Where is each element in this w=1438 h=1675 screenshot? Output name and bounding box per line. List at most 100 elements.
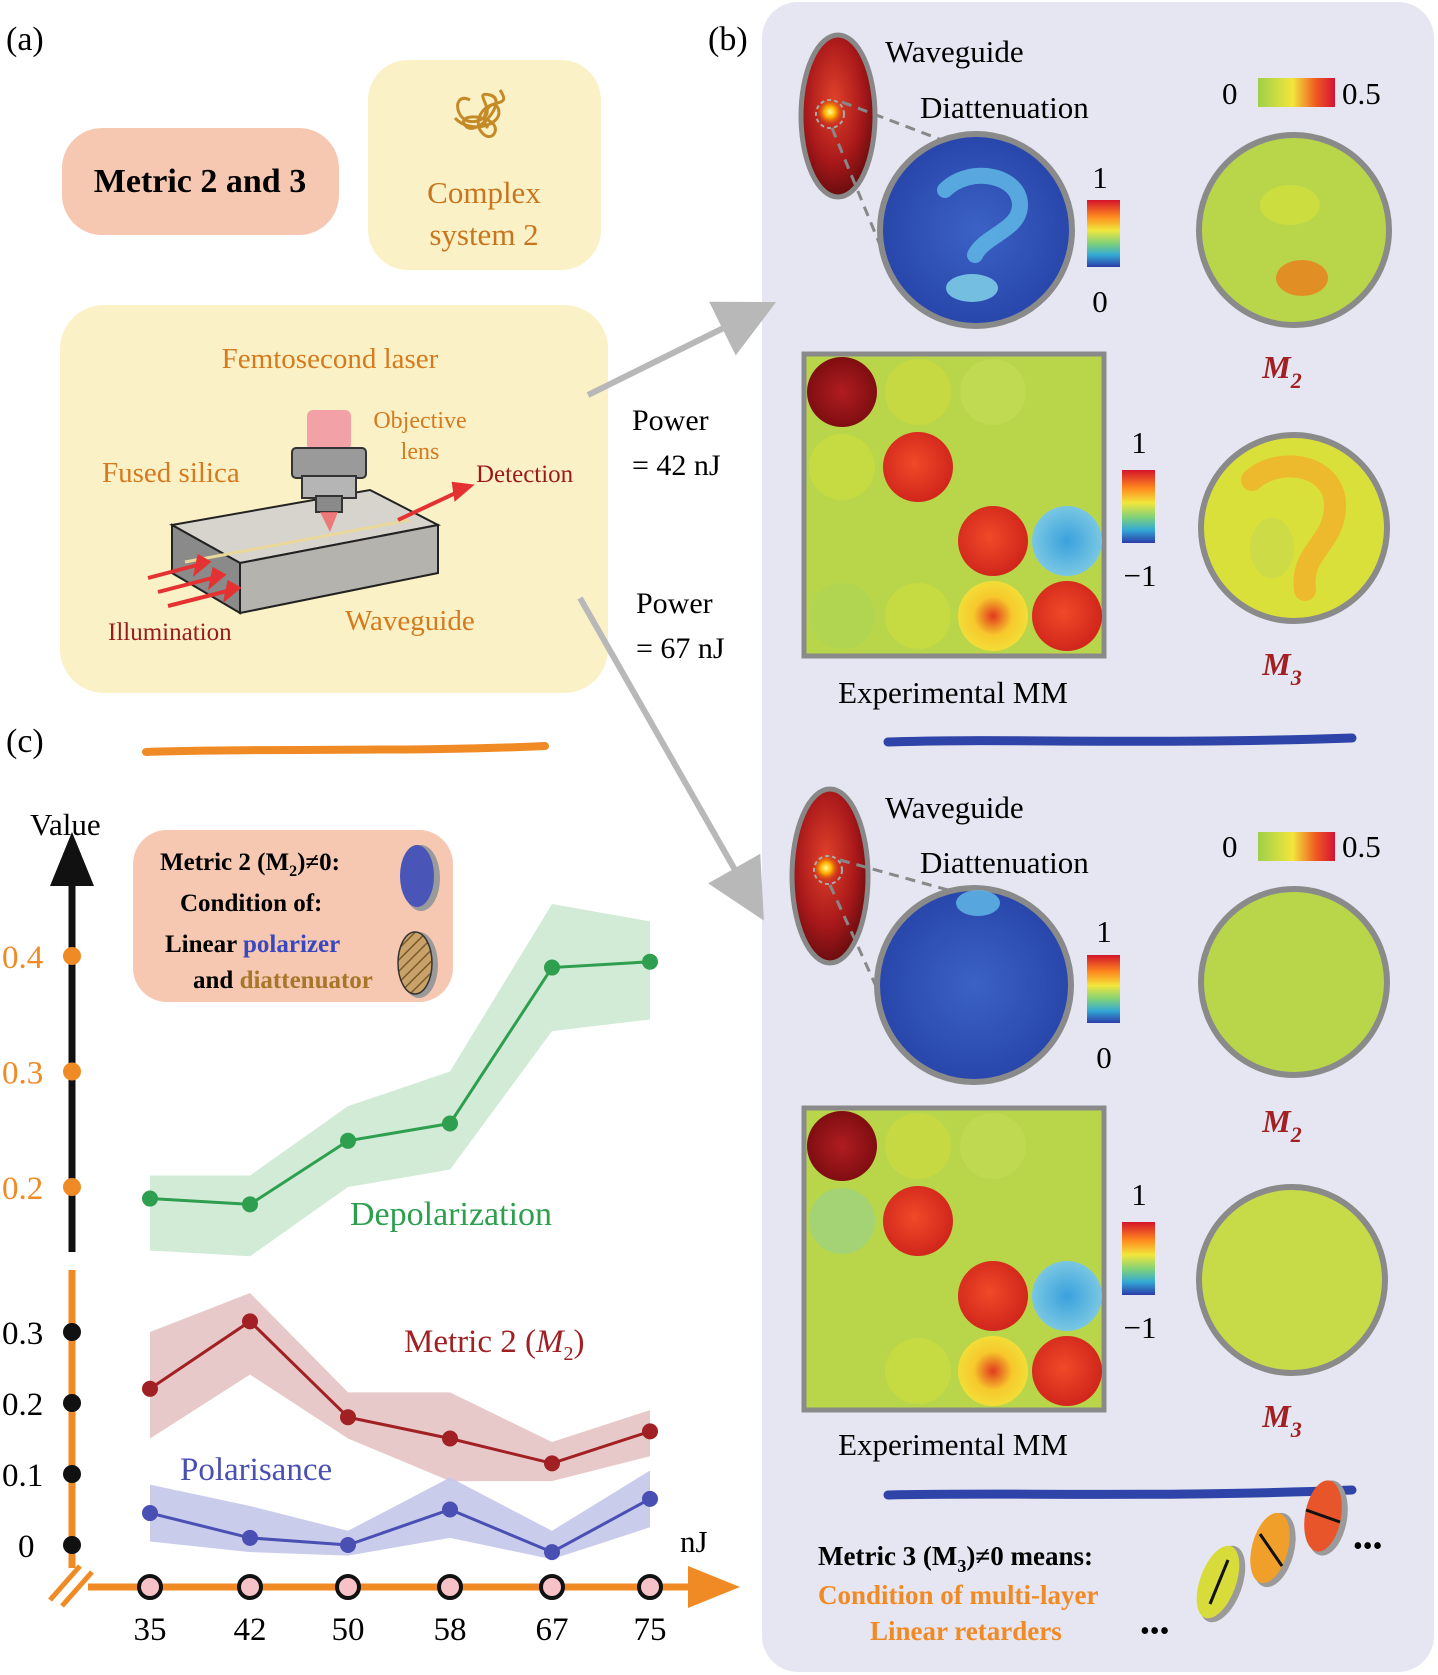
x-tick-marker <box>237 1574 263 1600</box>
zoom-line-bottom-high <box>828 884 882 996</box>
line-metric2 <box>149 1319 651 1465</box>
panel-c-label: (c) <box>6 723 44 760</box>
y-tick-lower-dot <box>63 1465 81 1483</box>
power-low-line1: Power <box>632 404 709 437</box>
colorbar-mm-high-max: 1 <box>1131 1177 1147 1212</box>
complex-system-line1: Complex <box>427 175 541 210</box>
y-tick-upper-dot <box>63 1178 81 1196</box>
point-metric2 <box>642 1423 658 1440</box>
point-metric2 <box>442 1430 458 1447</box>
point-depolarization <box>442 1115 458 1132</box>
x-tick-label: 50 <box>332 1612 365 1648</box>
colorbar-diatt-high-min: 0 <box>1096 1040 1112 1075</box>
x-tick-marker <box>437 1574 463 1600</box>
point-depolarization <box>242 1196 258 1213</box>
y-tick-upper-dot <box>63 947 81 965</box>
y-tick-upper-label: 0.4 <box>2 940 43 976</box>
colorbar-diatt-high <box>1087 955 1120 1023</box>
point-metric2 <box>242 1313 258 1330</box>
retarder-disk-orange-icon <box>1250 1512 1296 1588</box>
y-axis-arrowhead <box>50 832 94 886</box>
diattenuation-label-low: Diattenuation <box>920 90 1089 125</box>
colorbar-mm-low-min: −1 <box>1124 558 1157 593</box>
colorbar-mm-low <box>1122 470 1155 543</box>
arrow-to-low-power <box>586 301 777 398</box>
line-polarisance <box>149 1497 651 1554</box>
colorbar-small-low <box>1258 78 1335 107</box>
scale-small-high-min: 0 <box>1222 829 1238 864</box>
point-polarisance <box>442 1501 458 1518</box>
arrow-to-high-power <box>577 596 764 921</box>
point-metric2 <box>544 1455 560 1472</box>
experimental-mm-label-high: Experimental MM <box>838 1427 1068 1462</box>
legend-line-2: Condition of: <box>180 890 322 917</box>
series-label-depolarization: Depolarization <box>350 1196 552 1233</box>
series-label-metric2-m: M <box>535 1324 565 1360</box>
polarizer-disk-icon <box>400 845 440 911</box>
series-label-metric2-a: Metric 2 ( <box>404 1324 536 1360</box>
legend-line-1: Metric 2 (M2)≠0: <box>160 849 340 880</box>
metric-box <box>62 128 339 235</box>
band-metric2 <box>150 1292 650 1482</box>
point-polarisance <box>142 1505 158 1522</box>
metric3-note-b: )≠0 means: <box>966 1541 1093 1571</box>
waveguide-label-a: Waveguide <box>345 605 475 637</box>
legend-line-1-sub: 2 <box>289 863 297 880</box>
objective-label-1: Objective <box>373 408 466 434</box>
x-tick-marker <box>137 1574 163 1600</box>
point-polarisance <box>642 1490 658 1507</box>
m3-map-high <box>1196 1184 1388 1376</box>
m3-label-high-main: M <box>1261 1398 1292 1434</box>
point-metric2 <box>340 1409 356 1426</box>
m3-map-low <box>1198 432 1390 624</box>
point-polarisance <box>242 1529 258 1546</box>
diattenuation-map-low <box>877 131 1075 329</box>
x-tick-label: 67 <box>536 1612 569 1648</box>
divider-brush-1 <box>883 733 1357 747</box>
series-label-metric2-b: ) <box>573 1324 584 1360</box>
zoom-line-bottom-low <box>830 127 882 246</box>
m2-map-low <box>1196 132 1392 328</box>
m2-label-low-main: M <box>1261 349 1292 385</box>
y-tick-lower-label: 0.1 <box>2 1458 43 1494</box>
m3-label-low-main: M <box>1261 646 1292 682</box>
power-high-line2: = 67 nJ <box>636 632 725 665</box>
y-axis-label: Value <box>30 807 101 842</box>
diattenuation-label-high: Diattenuation <box>920 845 1089 880</box>
ellipsis-right: ••• <box>1353 1531 1382 1562</box>
series-label-metric2-sub: 2 <box>563 1343 573 1365</box>
y-tick-upper-label: 0.3 <box>2 1056 43 1092</box>
y-tick-lower-label: 0.2 <box>2 1387 43 1423</box>
y-tick-lower-dot <box>63 1323 81 1341</box>
colorbar-diatt-low-max: 1 <box>1092 160 1108 195</box>
m3-label-low: M3 <box>1261 646 1301 690</box>
m3-label-high: M3 <box>1261 1398 1301 1442</box>
fused-silica-label: Fused silica <box>102 457 240 489</box>
legend-line-3-b: polarizer <box>243 931 340 958</box>
illumination-arrows-icon <box>147 553 242 608</box>
metric3-condition-2: Linear retarders <box>870 1616 1062 1646</box>
detection-arrow-icon <box>397 481 475 522</box>
diattenuation-map-high <box>874 885 1074 1085</box>
m3-label-low-sub: 3 <box>1290 665 1302 690</box>
y-tick-lower-dot <box>63 1536 81 1554</box>
point-metric2 <box>142 1380 158 1397</box>
legend-line-4: and diattenuator <box>193 967 373 994</box>
fused-silica-block <box>169 488 442 615</box>
panel-b-label: (b) <box>708 21 748 58</box>
scale-small-high-max: 0.5 <box>1342 829 1381 864</box>
power-low-line2: = 42 nJ <box>632 449 721 482</box>
point-depolarization <box>340 1132 356 1149</box>
zoom-line-top-low <box>841 100 956 147</box>
m2-label-low-sub: 2 <box>1290 368 1302 393</box>
x-tick-label: 58 <box>434 1612 467 1648</box>
legend-line-1-b: )≠0: <box>297 849 340 876</box>
point-depolarization <box>544 959 560 976</box>
point-polarisance <box>544 1544 560 1561</box>
colorbar-diatt-high-max: 1 <box>1096 914 1112 949</box>
metric3-note: Metric 3 (M3)≠0 means: <box>818 1541 1093 1576</box>
retarder-disk-red-icon <box>1304 1480 1348 1556</box>
point-polarisance <box>340 1537 356 1553</box>
